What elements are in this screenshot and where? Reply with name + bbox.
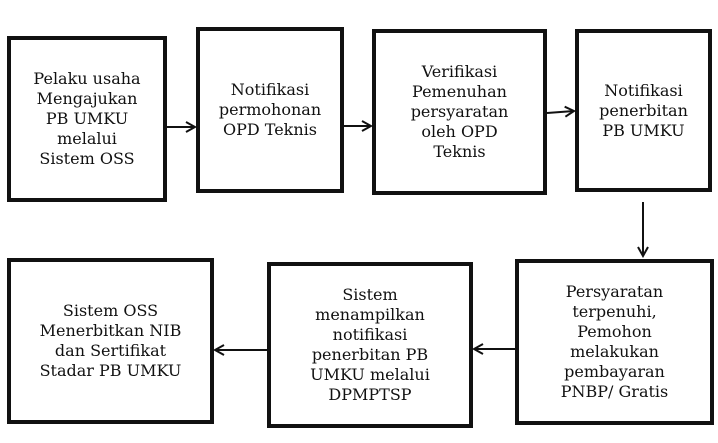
flow-step-6: Sistem menampilkan notifikasi penerbitan… bbox=[267, 262, 473, 428]
flow-step-3-text: Verifikasi Pemenuhan persyaratan oleh OP… bbox=[410, 62, 509, 161]
flow-step-6-text: Sistem menampilkan notifikasi penerbitan… bbox=[310, 285, 430, 404]
flow-step-5: Persyaratan terpenuhi, Pemohon melakukan… bbox=[515, 259, 714, 425]
flow-step-5-text: Persyaratan terpenuhi, Pemohon melakukan… bbox=[560, 282, 669, 401]
arrow-step-3-to-4 bbox=[546, 111, 574, 113]
flow-step-2: Notifikasi permohonan OPD Teknis bbox=[196, 27, 344, 193]
flow-step-2-text: Notifikasi permohonan OPD Teknis bbox=[218, 80, 322, 139]
flow-step-4-text: Notifikasi penerbitan PB UMKU bbox=[599, 80, 688, 140]
flow-step-1: Pelaku usaha Mengajukan PB UMKU melalui … bbox=[7, 36, 167, 202]
flow-step-7-text: Sistem OSS Menerbitkan NIB dan Sertifika… bbox=[39, 301, 182, 380]
flow-step-1-text: Pelaku usaha Mengajukan PB UMKU melalui … bbox=[33, 69, 141, 168]
flow-step-4: Notifikasi penerbitan PB UMKU bbox=[575, 29, 712, 192]
flow-step-7: Sistem OSS Menerbitkan NIB dan Sertifika… bbox=[7, 258, 214, 424]
flow-step-3: Verifikasi Pemenuhan persyaratan oleh OP… bbox=[372, 29, 547, 195]
